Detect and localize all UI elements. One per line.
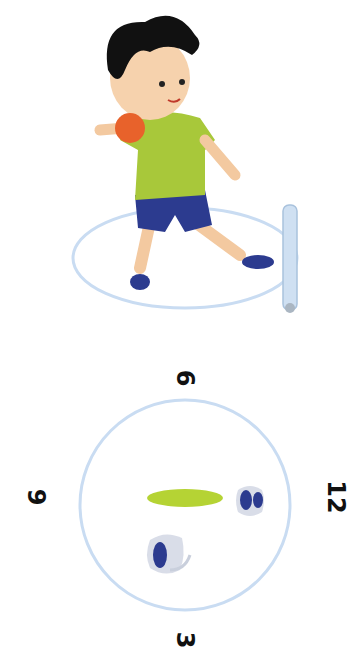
clock-position-number: 9 bbox=[22, 489, 50, 506]
clock-position-number: 12 bbox=[322, 480, 350, 513]
top-view-circle bbox=[80, 400, 290, 610]
clock-position-number: 6 bbox=[171, 370, 199, 387]
stop-board bbox=[283, 205, 297, 310]
stop-board-end bbox=[285, 303, 295, 313]
footprint bbox=[147, 534, 190, 573]
stop-board-top-view bbox=[147, 489, 223, 507]
clock-position-number: 3 bbox=[171, 632, 199, 649]
shot-put-athlete bbox=[100, 16, 274, 290]
footprint bbox=[236, 486, 264, 516]
